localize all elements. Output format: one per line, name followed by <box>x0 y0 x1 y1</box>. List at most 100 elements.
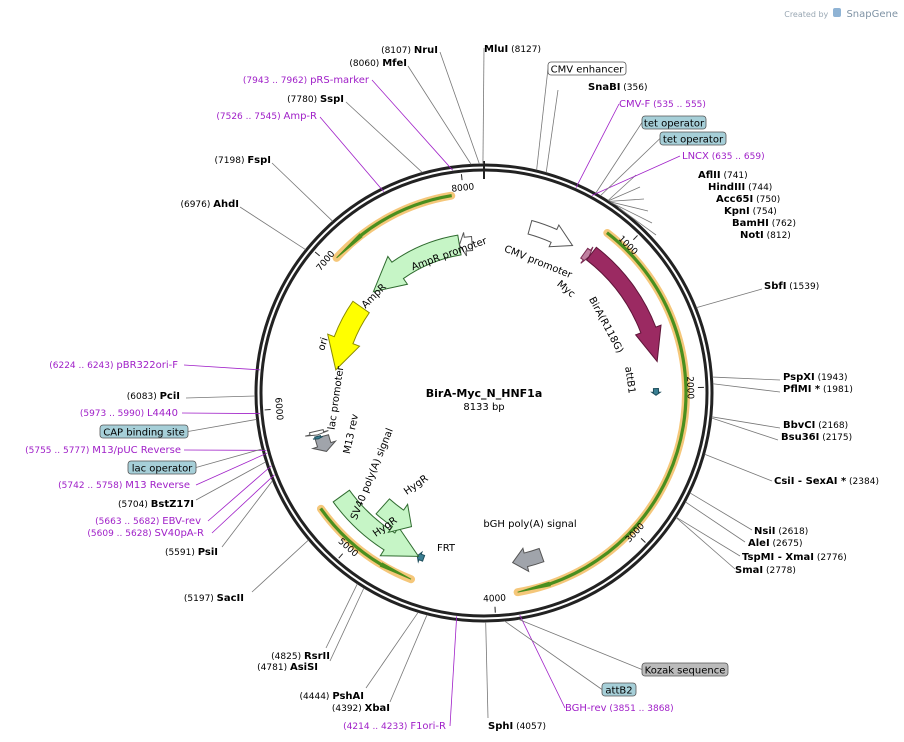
box-kozak-sequence-3[interactable]: Kozak sequence <box>641 662 729 677</box>
box-attb2-4[interactable]: attB2 <box>601 682 637 697</box>
orf-arrow-1 <box>319 507 412 580</box>
site-acc65i[interactable]: Acc65I (750) <box>716 194 780 205</box>
site-fspi[interactable]: (7198) FspI <box>215 155 271 166</box>
site-noti[interactable]: NotI (812) <box>740 230 791 241</box>
primer-prs-marker[interactable]: (7943 .. 7962) pRS-marker <box>243 75 370 86</box>
primer-m13-reverse[interactable]: (5742 .. 5758) M13 Reverse <box>58 480 190 491</box>
site-snabi[interactable]: SnaBI (356) <box>588 82 647 93</box>
box-tet-operator-2[interactable]: tet operator <box>659 131 727 146</box>
site-label-tspmi[interactable]: TspMI - XmaI (2776) <box>742 552 847 563</box>
site-pcii[interactable]: (6083) PciI <box>127 391 180 402</box>
site-label-sacii[interactable]: (5197) SacII <box>184 593 244 604</box>
site-ahdi[interactable]: (6976) AhdI <box>180 199 239 210</box>
primer-f1ori-r[interactable]: (4214 .. 4233) F1ori-R <box>343 721 446 732</box>
site-name-text: HindIII <box>708 182 745 193</box>
primer-ebv-rev[interactable]: (5663 .. 5682) EBV-rev <box>95 516 201 527</box>
site-label-pspxi[interactable]: PspXI (1943) <box>783 372 848 383</box>
site-label-bamhi[interactable]: BamHI (762) <box>732 218 796 229</box>
site-name-text: SacII <box>217 593 244 604</box>
site-nsii[interactable]: NsiI (2618) <box>754 526 808 537</box>
site-label-hindiii[interactable]: HindIII (744) <box>708 182 772 193</box>
site-label-pcii[interactable]: (6083) PciI <box>127 391 180 402</box>
site-position-text: (4392) <box>332 704 365 714</box>
primer-name-text: EBV-rev <box>162 516 201 527</box>
site-csii[interactable]: CsiI - SexAI * (2384) <box>774 476 879 487</box>
site-label-csii[interactable]: CsiI - SexAI * (2384) <box>774 476 879 487</box>
site-label-acc65i[interactable]: Acc65I (750) <box>716 194 780 205</box>
site-xbai[interactable]: (4392) XbaI <box>332 703 390 714</box>
site-label-rsrii[interactable]: (4825) RsrII <box>271 651 330 662</box>
site-mfei[interactable]: (8060) MfeI <box>349 58 407 69</box>
site-label-pflmi[interactable]: PflMI * (1981) <box>783 384 853 395</box>
site-aflii[interactable]: AflII (741) <box>698 170 748 181</box>
leader-line <box>365 612 419 689</box>
site-rsrii[interactable]: (4825) RsrII <box>271 651 330 662</box>
site-label-bbvci[interactable]: BbvCI (2168) <box>783 420 848 431</box>
site-bamhi[interactable]: BamHI (762) <box>732 218 796 229</box>
site-sbfi[interactable]: SbfI (1539) <box>764 281 819 292</box>
site-pshai[interactable]: (4444) PshAI <box>300 691 364 702</box>
site-label-xbai[interactable]: (4392) XbaI <box>332 703 390 714</box>
site-kpni[interactable]: KpnI (754) <box>724 206 777 217</box>
leader-line <box>608 186 641 202</box>
primer-pbr322ori-f[interactable]: (6224 .. 6243) pBR322ori-F <box>49 360 178 371</box>
primer-bgh-rev[interactable]: BGH-rev (3851 .. 3868) <box>565 703 674 714</box>
site-label-bstz17i[interactable]: (5704) BstZ17I <box>118 499 194 510</box>
primer-amp-r[interactable]: (7526 .. 7545) Amp-R <box>216 111 317 122</box>
site-tspmi[interactable]: TspMI - XmaI (2776) <box>742 552 847 563</box>
site-position-text: (2618) <box>775 527 808 537</box>
site-position-text: (4825) <box>271 652 304 662</box>
site-label-smai[interactable]: SmaI (2778) <box>735 565 796 576</box>
site-sacii[interactable]: (5197) SacII <box>184 593 244 604</box>
site-label-psii[interactable]: (5591) PsiI <box>165 547 218 558</box>
site-label-snabi[interactable]: SnaBI (356) <box>588 82 647 93</box>
site-smai[interactable]: SmaI (2778) <box>735 565 796 576</box>
feature-myc-1 <box>580 246 594 264</box>
site-label-kpni[interactable]: KpnI (754) <box>724 206 777 217</box>
site-alei[interactable]: AleI (2675) <box>748 538 802 549</box>
site-sphi[interactable]: SphI (4057) <box>488 721 546 732</box>
site-psii[interactable]: (5591) PsiI <box>165 547 218 558</box>
site-label-mlui[interactable]: MluI (8127) <box>484 44 541 55</box>
site-asisi[interactable]: (4781) AsiSI <box>257 662 318 673</box>
site-name-text: CsiI <box>774 476 794 487</box>
site-label-pshai[interactable]: (4444) PshAI <box>300 691 364 702</box>
site-hindiii[interactable]: HindIII (744) <box>708 182 772 193</box>
site-pspxi[interactable]: PspXI (1943) <box>783 372 848 383</box>
site-nrui[interactable]: (8107) NruI <box>381 45 438 56</box>
site-sspi[interactable]: (7780) SspI <box>287 94 344 105</box>
site-bstz17i[interactable]: (5704) BstZ17I <box>118 499 194 510</box>
site-label-nrui[interactable]: (8107) NruI <box>381 45 438 56</box>
site-label-ahdi[interactable]: (6976) AhdI <box>180 199 239 210</box>
primer-sv40pa-r[interactable]: (5609 .. 5628) SV40pA-R <box>87 528 204 539</box>
site-label-mfei[interactable]: (8060) MfeI <box>349 58 407 69</box>
primer-l4440[interactable]: (5973 .. 5990) L4440 <box>80 408 178 419</box>
box-cmv-enhancer-0[interactable]: CMV enhancer <box>547 61 627 76</box>
site-label-sspi[interactable]: (7780) SspI <box>287 94 344 105</box>
box-lac-operator-6[interactable]: lac operator <box>127 460 197 475</box>
box-tet-operator-1[interactable]: tet operator <box>641 115 707 130</box>
site-label-sphi[interactable]: SphI (4057) <box>488 721 546 732</box>
site-label-nsii[interactable]: NsiI (2618) <box>754 526 808 537</box>
site-pflmi[interactable]: PflMI * (1981) <box>783 384 853 395</box>
site-label-alei[interactable]: AleI (2675) <box>748 538 802 549</box>
site-bbvci[interactable]: BbvCI (2168) <box>783 420 848 431</box>
feature-label-frt-5: FRT <box>437 543 456 554</box>
primer-m13-puc-reverse[interactable]: (5755 .. 5777) M13/pUC Reverse <box>25 445 181 456</box>
primer-range-text: (5663 .. 5682) <box>95 517 162 527</box>
site-label-bsu36i[interactable]: Bsu36I (2175) <box>781 432 852 443</box>
box-frame <box>601 682 637 697</box>
feature-label-hygr-6: HygR <box>402 473 430 497</box>
site-label-noti[interactable]: NotI (812) <box>740 230 791 241</box>
site-bsu36i[interactable]: Bsu36I (2175) <box>781 432 852 443</box>
site-label-aflii[interactable]: AflII (741) <box>698 170 748 181</box>
leader-line <box>504 620 603 690</box>
primer-cmv-f[interactable]: CMV-F (535 .. 555) <box>619 99 706 110</box>
site-label-sbfi[interactable]: SbfI (1539) <box>764 281 819 292</box>
site-mlui[interactable]: MluI (8127) <box>484 44 541 55</box>
site-label-asisi[interactable]: (4781) AsiSI <box>257 662 318 673</box>
site-name-text: MluI <box>484 44 508 55</box>
box-cap-binding-site-5[interactable]: CAP binding site <box>99 424 189 439</box>
primer-lncx[interactable]: LNCX (635 .. 659) <box>682 151 765 162</box>
site-label-fspi[interactable]: (7198) FspI <box>215 155 271 166</box>
